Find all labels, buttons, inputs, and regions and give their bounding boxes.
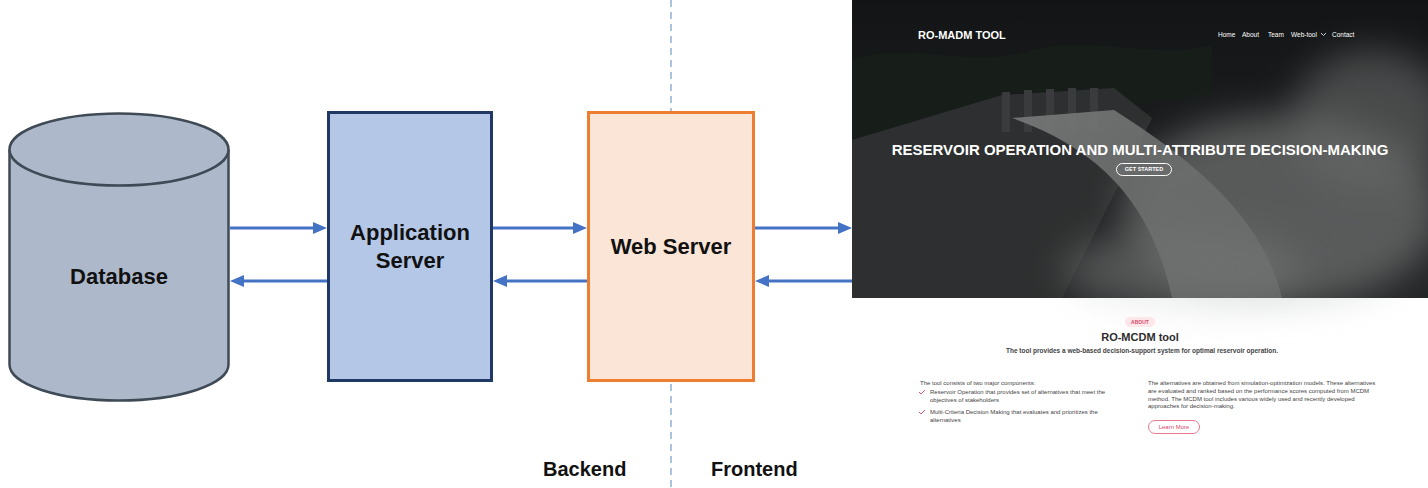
check-mark bbox=[919, 390, 925, 394]
flow-arrow bbox=[503, 280, 587, 283]
check-mark bbox=[919, 410, 925, 414]
region-label: Backend bbox=[543, 458, 626, 481]
cylinder-outline bbox=[8, 112, 230, 402]
flow-arrow bbox=[240, 280, 327, 283]
site-logo: RO-MADM TOOL bbox=[918, 28, 1006, 42]
hero-title: RESERVOIR OPERATION AND MULTI-ATTRIBUTE … bbox=[860, 140, 1420, 160]
box-label: ABOUT bbox=[1131, 320, 1149, 325]
body-text: The tool consists of two major component… bbox=[920, 380, 1130, 388]
cylinder-top bbox=[10, 114, 229, 186]
flow-arrow bbox=[493, 227, 577, 230]
website-screenshot: RO-MADM TOOL Home About Team Web-tool Contact… bbox=[852, 0, 1428, 450]
bullet-text: Multi-Criteria Decision Making that eval… bbox=[930, 409, 1130, 425]
database-cylinder: Database bbox=[8, 112, 230, 402]
flow-arrow bbox=[755, 227, 842, 230]
body-text: The alternatives are obtained from simul… bbox=[1148, 380, 1376, 411]
section-heading: RO-MCDM tool bbox=[852, 330, 1428, 344]
box-label: GET STARTED bbox=[1125, 167, 1163, 173]
box-label: Learn More bbox=[1159, 424, 1190, 430]
photo-overlay bbox=[852, 0, 1428, 298]
photo-ground bbox=[852, 0, 1428, 298]
nav-link: Web-tool bbox=[1291, 31, 1317, 39]
box-label: Web Server bbox=[611, 233, 732, 261]
server-box: Application Server bbox=[327, 111, 493, 382]
nav-link: Team bbox=[1268, 31, 1284, 39]
dropdown-caret bbox=[1321, 33, 1326, 36]
bullet-text: Reservoir Operation that provides set of… bbox=[930, 389, 1130, 405]
section-tag: ABOUT bbox=[1125, 317, 1155, 327]
button: Learn More bbox=[1148, 420, 1200, 434]
button: GET STARTED bbox=[1116, 163, 1172, 176]
flow-arrow bbox=[765, 280, 852, 283]
server-box: Web Server bbox=[587, 111, 755, 382]
region-label: Frontend bbox=[711, 458, 798, 481]
flow-arrow bbox=[230, 227, 317, 230]
nav-link: Home bbox=[1218, 31, 1235, 39]
box-label: Database bbox=[70, 263, 168, 291]
nav-link: Contact bbox=[1332, 31, 1354, 39]
box-label: Application Server bbox=[336, 219, 484, 274]
nav-link: About bbox=[1242, 31, 1259, 39]
cylinder-body bbox=[10, 150, 229, 401]
hero-photo bbox=[852, 0, 1428, 310]
section-subtitle: The tool provides a web-based decision-s… bbox=[1002, 347, 1282, 355]
